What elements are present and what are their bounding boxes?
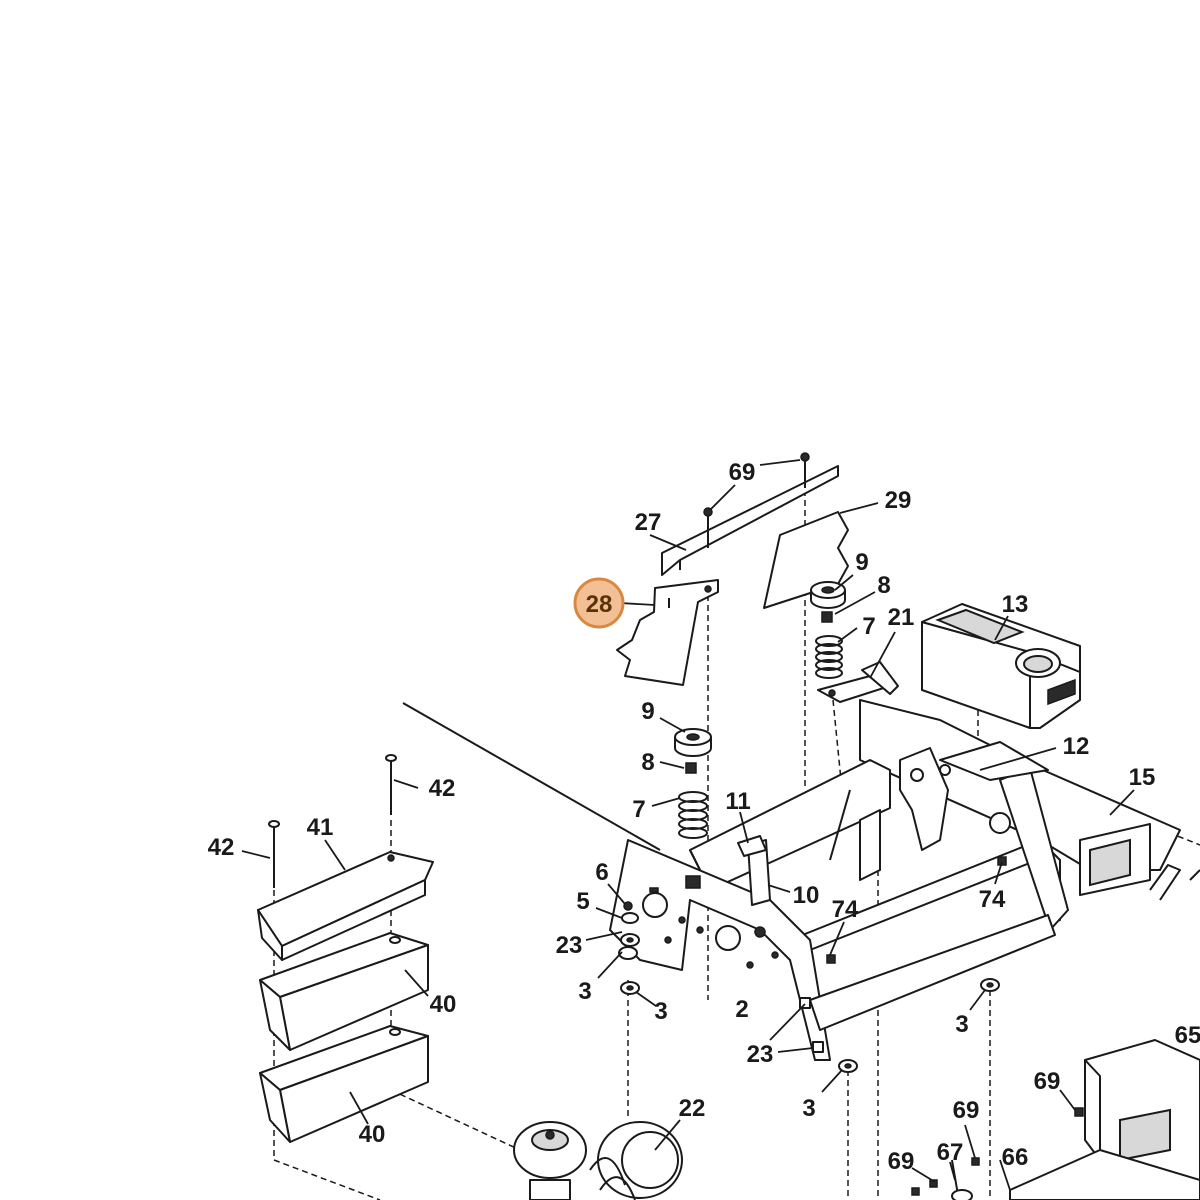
label-3-b[interactable]: 3 [654,998,667,1025]
part-23-bushings-right [799,997,824,1053]
label-12[interactable]: 12 [1063,733,1090,760]
part-74-nuts [826,856,1007,964]
label-42-left[interactable]: 42 [208,834,235,861]
long-diagonal-rod [402,702,661,851]
part-15-rear-housing [1079,823,1200,901]
label-3-c[interactable]: 3 [802,1095,815,1122]
label-22[interactable]: 22 [679,1095,706,1122]
part-12-steering-arm [899,741,1049,851]
part-42-pins [268,754,397,888]
label-40-upper[interactable]: 40 [430,991,457,1018]
label-69-right[interactable]: 69 [1034,1068,1061,1095]
highlight-badge[interactable] [573,577,625,629]
label-41[interactable]: 41 [307,814,334,841]
label-28[interactable]: 28 [586,591,613,618]
label-42-right[interactable]: 42 [429,775,456,802]
part-number-labels: 69 27 29 9 8 7 21 13 9 8 7 11 12 15 10 6… [208,459,1200,1175]
label-10[interactable]: 10 [793,882,820,909]
label-74-left[interactable]: 74 [832,896,859,923]
label-9-left[interactable]: 9 [641,698,654,725]
part-9-bushing-right [810,581,846,609]
part-7-spring-right [815,635,843,679]
part-2-main-frame [609,699,1181,1061]
part-11-tab [737,835,767,857]
part-9-bushing-left [674,728,712,757]
label-21[interactable]: 21 [888,604,915,631]
leader-lines [241,459,1135,1191]
label-9-right[interactable]: 9 [855,549,868,576]
label-8-left[interactable]: 8 [641,749,654,776]
label-69-mid[interactable]: 69 [953,1097,980,1124]
part-21-spring-bracket [817,661,899,703]
label-74-right[interactable]: 74 [979,886,1006,913]
label-3-a[interactable]: 3 [578,978,591,1005]
label-69-top[interactable]: 69 [729,459,756,486]
label-40-lower[interactable]: 40 [359,1121,386,1148]
label-69-bottom[interactable]: 69 [888,1148,915,1175]
part-69-screws-bottom [911,1107,1084,1196]
part-40-panel-lower [259,1025,429,1143]
part-28-front-bracket [616,579,719,686]
part-40-panel-upper [259,932,429,1051]
part-6-bolt [623,901,633,911]
part-65-housing [1084,1039,1200,1181]
part-7-spring-left [678,791,708,839]
label-8-right[interactable]: 8 [877,572,890,599]
part-66-plate [1009,1149,1200,1200]
label-65[interactable]: 65 [1175,1022,1200,1049]
part-41-top-panel [257,851,434,961]
label-13[interactable]: 13 [1002,591,1029,618]
part-8-nut-right [821,611,833,623]
label-15[interactable]: 15 [1129,764,1156,791]
label-66[interactable]: 66 [1002,1144,1029,1171]
label-7-right[interactable]: 7 [862,613,875,640]
label-23-left[interactable]: 23 [556,932,583,959]
highlight-callout-28[interactable]: 28 [573,577,625,629]
part-13-console-housing [921,603,1081,729]
part-23-bushing-left [620,933,640,947]
label-23-right[interactable]: 23 [747,1041,774,1068]
label-29[interactable]: 29 [885,487,912,514]
label-11[interactable]: 11 [725,788,750,815]
part-5-washer [621,912,639,924]
label-2[interactable]: 2 [735,996,748,1023]
label-3-d[interactable]: 3 [955,1011,968,1038]
label-6[interactable]: 6 [595,859,608,886]
part-27-top-angle-bracket [661,465,839,576]
label-27[interactable]: 27 [635,509,662,536]
label-5[interactable]: 5 [576,888,589,915]
part-22-pump [513,1121,683,1200]
label-7-left[interactable]: 7 [632,796,645,823]
part-8-nut-left [685,762,697,774]
part-3-bearings [618,946,1000,1073]
label-67[interactable]: 67 [937,1139,964,1166]
